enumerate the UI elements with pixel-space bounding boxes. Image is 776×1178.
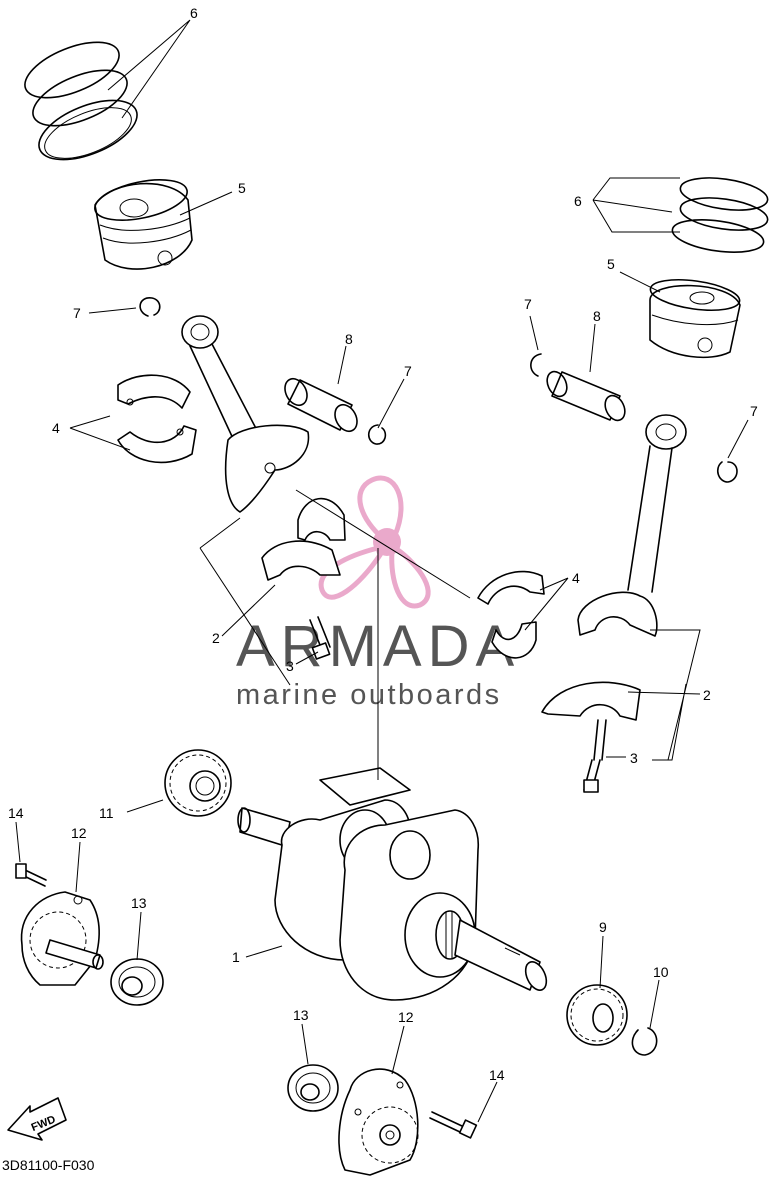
- callout-2-right: 2: [703, 687, 711, 703]
- circlip-right-lower: [716, 461, 738, 483]
- callout-1: 1: [232, 949, 240, 965]
- callout-3-left: 3: [286, 658, 294, 674]
- propeller-logo-icon: [318, 475, 431, 609]
- bolt-14-left: [15, 863, 47, 887]
- bearing-13-left: [110, 958, 164, 1006]
- piston-pin-left: [284, 377, 358, 433]
- circlip-right-upper: [530, 353, 542, 377]
- callout-14-lower: 14: [489, 1067, 505, 1083]
- callout-12-left: 12: [71, 825, 87, 841]
- balancer-assembly-left: [20, 891, 104, 986]
- callout-6-left: 6: [190, 5, 198, 21]
- balancer-assembly-lower: [338, 1068, 419, 1176]
- rod-bolt-right: [583, 719, 607, 793]
- circlip-10: [631, 1027, 658, 1056]
- callout-2-left: 2: [212, 630, 220, 646]
- bearing-shells-left: [117, 374, 197, 464]
- callout-labels: 6 5 7 8 7 4 2 3 6 5 7 8 7 4 2 3 11 14 12…: [8, 5, 758, 1083]
- callout-4-right: 4: [572, 570, 580, 586]
- bearing-13-lower: [287, 1064, 339, 1112]
- callout-14-left: 14: [8, 805, 24, 821]
- piston-right: [649, 278, 741, 359]
- callout-10: 10: [653, 964, 669, 980]
- connecting-rod-left: [181, 315, 310, 513]
- watermark-brand: ARMADA: [236, 614, 520, 679]
- rod-cap-left: [261, 497, 346, 581]
- piston-rings-left: [24, 41, 138, 161]
- callout-13-left: 13: [131, 895, 147, 911]
- callout-8-right: 8: [593, 308, 601, 324]
- piston-rings-right: [671, 177, 769, 253]
- callout-4-left: 4: [52, 420, 60, 436]
- piston-pin-right: [546, 370, 626, 422]
- bolt-14-lower: [429, 1111, 478, 1139]
- crankshaft: [237, 767, 548, 1001]
- armada-watermark: ARMADA marine outboards: [236, 475, 520, 711]
- bearing-shells-right: [477, 570, 545, 659]
- callout-7-right-lower: 7: [750, 403, 758, 419]
- circlip-left-lower: [367, 424, 387, 445]
- rod-bolt-left: [309, 616, 331, 660]
- callout-8-left: 8: [345, 331, 353, 347]
- callout-3-right: 3: [630, 750, 638, 766]
- callout-9: 9: [599, 919, 607, 935]
- gear-left-11: [164, 749, 232, 817]
- callout-7-right-upper: 7: [524, 296, 532, 312]
- watermark-tagline: marine outboards: [236, 679, 502, 711]
- callout-6-right: 6: [574, 193, 582, 209]
- gear-right-9: [566, 984, 628, 1046]
- rod-cap-right: [541, 681, 641, 721]
- callout-13-lower: 13: [293, 1007, 309, 1023]
- callout-12-lower: 12: [398, 1009, 414, 1025]
- callout-5-left: 5: [238, 180, 246, 196]
- callout-7-left-lower: 7: [404, 363, 412, 379]
- fwd-arrow-icon: FWD: [7, 1097, 67, 1141]
- piston-left: [94, 179, 193, 270]
- leader-lines: [15, 19, 749, 1123]
- callout-5-right: 5: [607, 256, 615, 272]
- callout-7-left-upper: 7: [73, 305, 81, 321]
- connecting-rod-right: [577, 414, 687, 637]
- callout-11: 11: [99, 805, 114, 821]
- circlip-left-upper: [139, 297, 161, 317]
- diagram-code: 3D81100-F030: [2, 1157, 95, 1173]
